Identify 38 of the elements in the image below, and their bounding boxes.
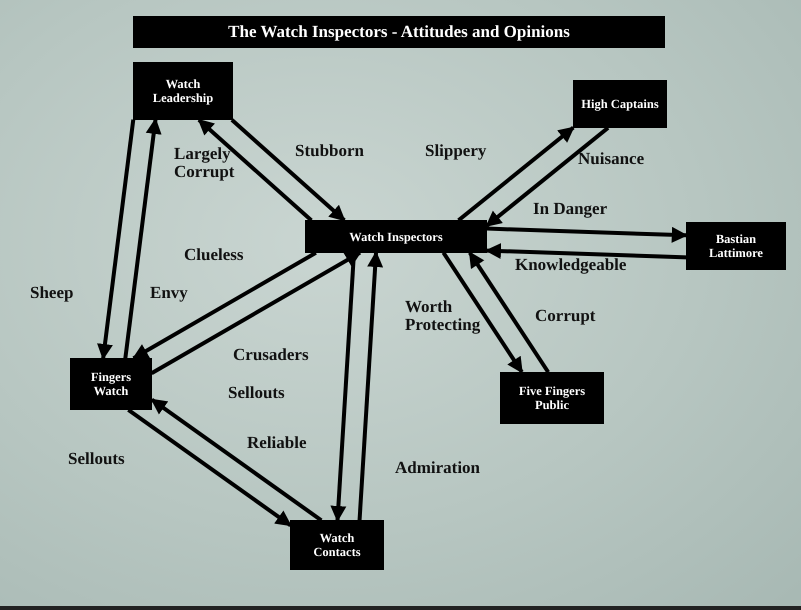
edge-label: Crusaders [233, 346, 309, 364]
arrow [442, 252, 524, 374]
arrow [198, 118, 313, 222]
edge-label: Reliable [247, 434, 306, 452]
label-box: Bastian Lattimore [686, 222, 786, 270]
edge-label: Envy [150, 284, 188, 302]
label-box: Watch Inspectors [305, 220, 487, 253]
arrow [358, 251, 384, 520]
edge-label: Admiration [395, 459, 480, 477]
edge-label: Sellouts [68, 450, 125, 468]
arrow [485, 126, 610, 228]
edge-label: Sellouts [228, 384, 285, 402]
edge-label: Sheep [30, 284, 74, 302]
title-banner: The Watch Inspectors - Attitudes and Opinions [133, 16, 665, 48]
label-box: High Captains [573, 80, 667, 128]
arrow [457, 126, 575, 222]
arrow [486, 226, 688, 243]
label-box: Watch Leadership [133, 62, 233, 120]
edge-label: Stubborn [295, 142, 364, 160]
edge-label: Worth Protecting [405, 298, 482, 334]
arrow [127, 408, 292, 528]
arrow [97, 119, 136, 360]
edge-label: Clueless [184, 246, 244, 264]
arrow [150, 250, 362, 375]
edge-label: Corrupt [535, 307, 596, 325]
arrow [132, 251, 317, 360]
arrow [123, 118, 162, 359]
label-box: Fingers Watch [70, 358, 152, 410]
arrow [230, 118, 346, 222]
label-box: Five Fingers Public [500, 372, 604, 424]
edge-label: Largely Corrupt [174, 145, 236, 181]
label-box: Watch Contacts [290, 520, 384, 570]
edge-label: Slippery [425, 142, 486, 160]
arrow [468, 251, 550, 374]
edge-label: Nuisance [578, 150, 644, 168]
edge-label: In Danger [533, 200, 608, 218]
arrow [150, 398, 322, 522]
edge-label: Knowledgeable [515, 256, 626, 274]
